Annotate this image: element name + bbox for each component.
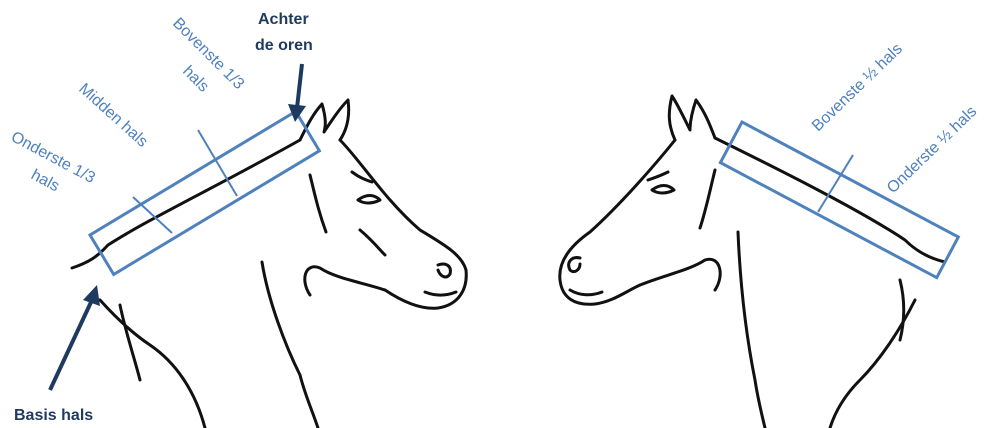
left-horse-mouth: [425, 292, 456, 295]
right-horse-throat: [738, 232, 765, 428]
arrow-neck-base: [50, 285, 100, 390]
label-top-third-line2: hals: [179, 63, 212, 96]
label-bottom-half: Onderste ½ hals: [884, 103, 980, 197]
left-horse-shoulder: [120, 305, 140, 380]
label-behind-ears: Achter: [258, 11, 309, 28]
right-horse-mouth: [570, 290, 602, 295]
label-top-half: Bovenste ½ hals: [809, 40, 906, 134]
right-horse-cheek: [700, 170, 715, 228]
right-horse-jaw: [640, 259, 720, 290]
right-horse-eye: [652, 186, 674, 194]
right-horse-crest: [715, 138, 945, 262]
right-horse-outline: [560, 96, 945, 428]
label-middle: Midden hals: [75, 80, 150, 150]
right-horse-ears: [669, 96, 715, 140]
left-horse-nostril: [438, 264, 450, 277]
left-horse-throat: [262, 262, 318, 428]
right-horse-brow: [648, 172, 668, 180]
label-neck-base: Basis hals: [14, 407, 93, 424]
left-horse-jaw: [305, 267, 385, 295]
left-horse-eye: [358, 196, 380, 204]
label-behind-ears-line2: de oren: [255, 37, 313, 54]
left-horse-chest: [100, 300, 205, 428]
left-horse-cheek: [310, 175, 326, 232]
left-horse-ears: [300, 100, 349, 140]
right-horse-shoulder: [900, 280, 904, 340]
left-horse-cheek-2: [360, 230, 385, 255]
label-bottom-third-line2: hals: [28, 167, 62, 196]
left-horse-crest: [72, 140, 300, 268]
right-horse-nostril: [569, 258, 580, 272]
